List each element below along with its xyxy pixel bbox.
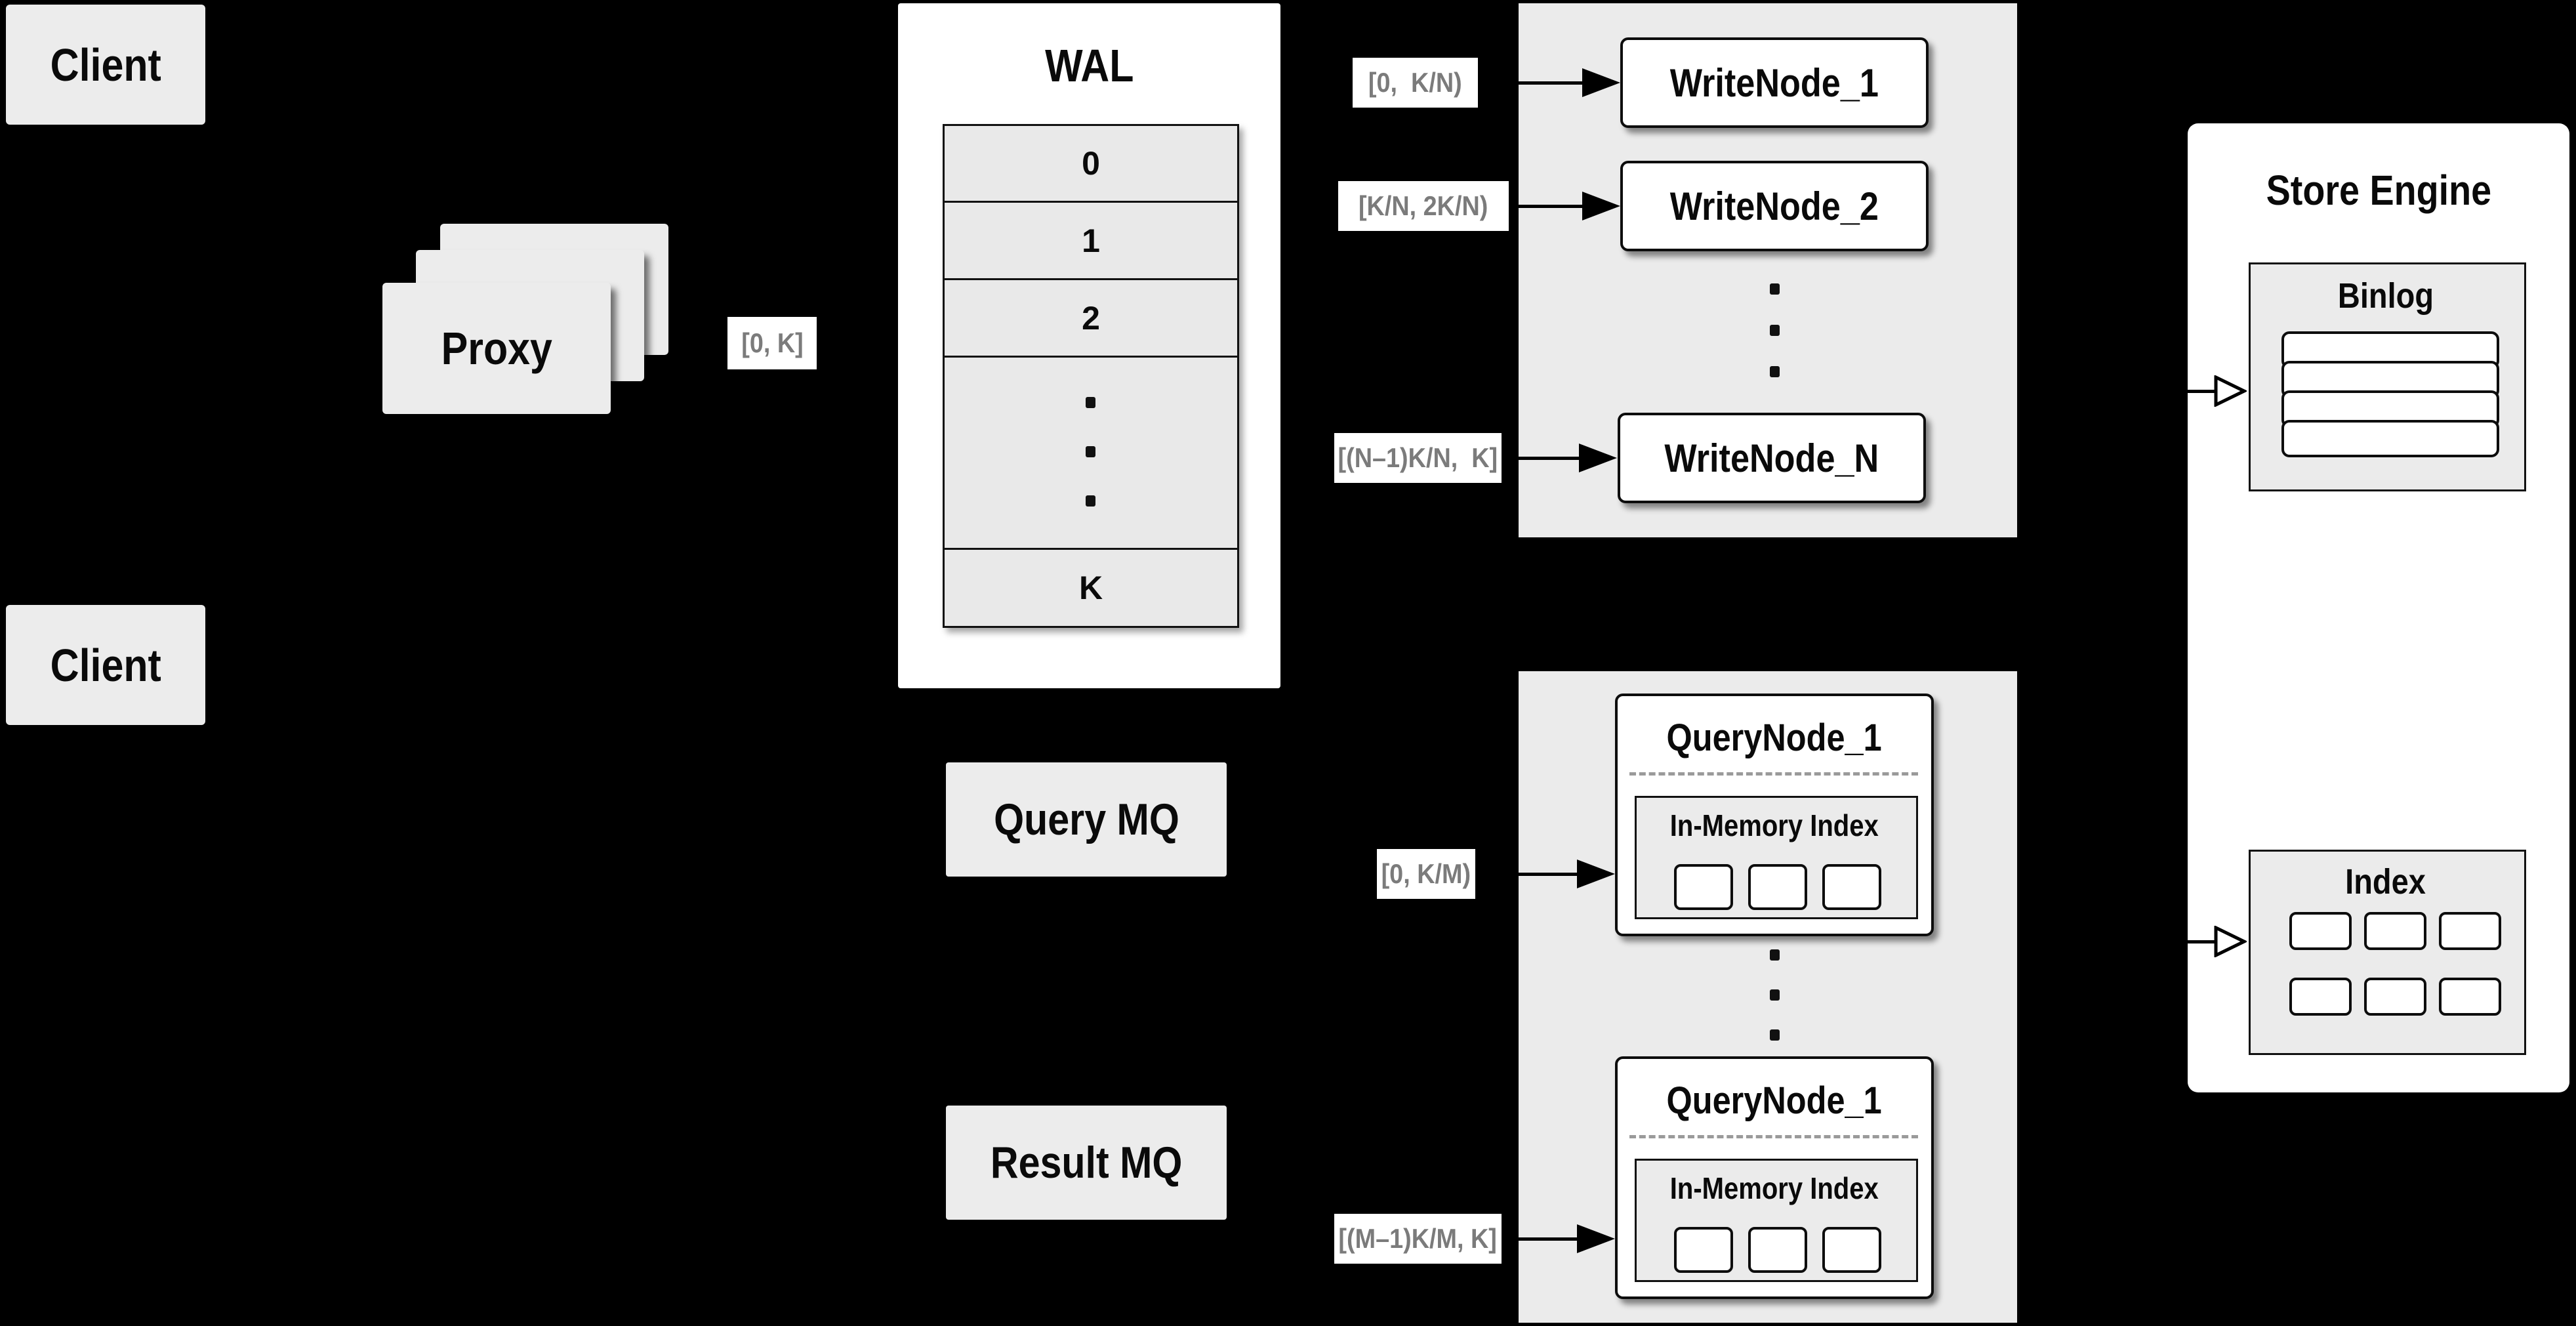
in-memory-index-1-title: In-Memory Index: [1669, 808, 1879, 842]
arrow-line-query-1: [1477, 873, 1577, 876]
write-node-1: WriteNode_1: [1620, 37, 1929, 128]
binlog-title: Binlog: [2337, 276, 2434, 316]
range-label-write-2: [K/N, 2K/N): [1338, 181, 1509, 231]
wal-ellipsis-icon: [1086, 397, 1095, 507]
index-chip: [2364, 978, 2426, 1016]
arrow-head-write-n-icon: [1579, 444, 1617, 472]
write-pool-ellipsis-icon: [1770, 283, 1780, 377]
store-engine-box: Store Engine Binlog Index: [2188, 123, 2569, 1092]
query-node-1-divider: [1629, 772, 1918, 776]
client-top-label: Client: [50, 39, 161, 91]
wal-row-0: 0: [1082, 145, 1100, 182]
write-node-2: WriteNode_2: [1620, 161, 1929, 251]
memory-segment-chip: [1748, 1227, 1807, 1273]
hollow-arrow-binlog-icon: [2214, 375, 2247, 407]
index-chip: [2364, 912, 2426, 950]
memory-segment-chip: [1822, 1227, 1881, 1273]
result-mq-box: Result MQ: [946, 1106, 1227, 1220]
arrow-line-write-1: [1480, 81, 1582, 85]
arrow-head-write-1-icon: [1582, 68, 1620, 97]
query-mq-box: Query MQ: [946, 762, 1227, 877]
wal-box: WAL 0 1 2 K: [898, 3, 1280, 688]
write-node-n: WriteNode_N: [1618, 413, 1926, 503]
arrow-head-query-m-icon: [1577, 1224, 1615, 1253]
wal-row-1: 1: [945, 201, 1237, 278]
arrow-line-binlog: [2188, 390, 2215, 393]
wal-segment-table: 0 1 2 K: [943, 124, 1239, 628]
index-chip: [2289, 978, 2352, 1016]
range-label-write-1: [0, K/N): [1353, 58, 1478, 108]
proxy-box-front: Proxy: [382, 283, 611, 414]
memory-segment-chip: [1674, 1227, 1733, 1273]
client-box-top: Client: [6, 5, 205, 125]
arrow-line-query-m: [1503, 1237, 1577, 1241]
wal-row-ellipsis: [945, 356, 1237, 548]
range-label-write-n: [(N–1)K/N, K]: [1334, 433, 1502, 483]
memory-segment-chip: [1748, 864, 1807, 910]
arrow-line-index: [2188, 940, 2215, 943]
store-engine-title: Store Engine: [2266, 167, 2491, 214]
arrow-head-write-2-icon: [1582, 192, 1620, 220]
index-chip: [2439, 978, 2501, 1016]
query-node-1: QueryNode_1 In-Memory Index: [1615, 694, 1934, 936]
index-title: Index: [2345, 862, 2426, 901]
query-node-2-title: QueryNode_1: [1666, 1079, 1883, 1122]
range-label-query-m: [(M–1)K/M, K]: [1334, 1214, 1502, 1264]
index-box: Index: [2249, 850, 2526, 1055]
range-label-proxy-wal: [0, K]: [727, 317, 817, 369]
in-memory-index-2-title: In-Memory Index: [1669, 1171, 1879, 1205]
memory-segment-chip: [1674, 864, 1733, 910]
in-memory-index-1: In-Memory Index: [1635, 796, 1918, 919]
index-chip: [2439, 912, 2501, 950]
memory-segment-chip: [1822, 864, 1881, 910]
range-label-query-1: [0, K/M): [1377, 849, 1475, 899]
hollow-arrow-index-icon: [2214, 926, 2247, 957]
query-pool-ellipsis-icon: [1770, 949, 1780, 1041]
arrow-line-write-n: [1503, 457, 1579, 460]
proxy-label: Proxy: [441, 323, 552, 374]
wal-row-k: K: [945, 548, 1237, 626]
in-memory-index-2: In-Memory Index: [1635, 1159, 1918, 1282]
wal-title: WAL: [1044, 40, 1134, 91]
query-node-2-divider: [1629, 1135, 1918, 1138]
arrow-line-write-2: [1509, 205, 1582, 208]
query-node-1-title: QueryNode_1: [1666, 716, 1883, 759]
wal-row-2: 2: [945, 278, 1237, 356]
binlog-row: [2281, 420, 2499, 457]
query-node-2: QueryNode_1 In-Memory Index: [1615, 1056, 1934, 1299]
arrow-head-query-1-icon: [1577, 860, 1615, 888]
binlog-box: Binlog: [2249, 262, 2526, 491]
index-chip: [2289, 912, 2352, 950]
client-bottom-label: Client: [50, 639, 161, 691]
client-box-bottom: Client: [6, 605, 205, 725]
